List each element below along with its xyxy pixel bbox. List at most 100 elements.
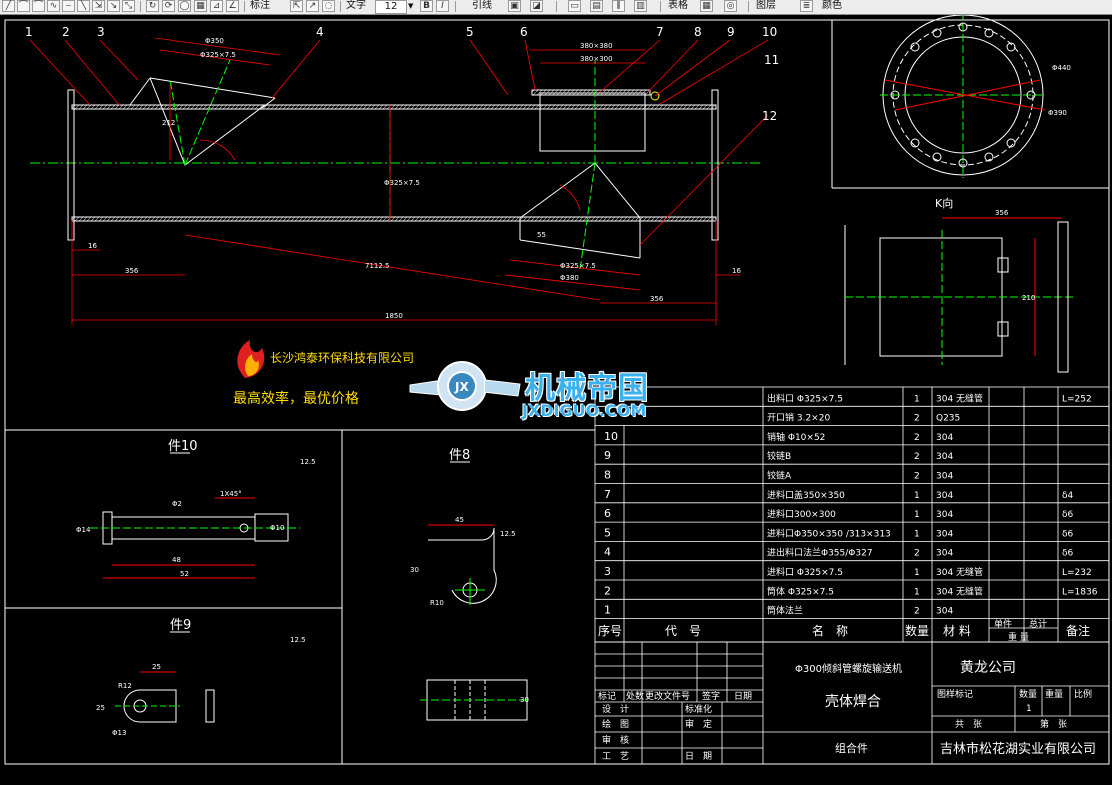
- bold-button[interactable]: B: [420, 0, 433, 12]
- dim-right-len: 356: [650, 295, 664, 303]
- leader-icon[interactable]: ▣: [508, 0, 521, 12]
- draw-curve-icon[interactable]: ⌣: [62, 0, 75, 12]
- angle-icon[interactable]: ∠: [226, 0, 239, 12]
- table-cell-no: 9: [604, 449, 611, 462]
- dim-right-stub: 16: [732, 267, 741, 275]
- table-cell-name: 进料口Φ350×350 /313×313: [767, 527, 891, 539]
- dim-part8-h: 30: [410, 566, 419, 574]
- table-cell-name: 出料口 Φ325×7.5: [767, 392, 843, 404]
- qty-label: 数量: [1019, 688, 1037, 700]
- table-cell-mat: 304: [936, 529, 953, 539]
- table-cell-qty: 2: [914, 433, 920, 443]
- table-cell-name: 销轴 Φ10×52: [767, 431, 825, 443]
- table-insert-icon[interactable]: ▦: [700, 0, 713, 12]
- hdr-no: 序号: [598, 623, 622, 638]
- cad-toolbar: ╱ ⌒ ⌒ ∿ ⌣ ╲ ⇲ ↘ ⤡ ↻ ⟳ ◯ ▦ ⊿ ∠ 标注 ⇱ ↗ ◌ 文…: [0, 0, 1112, 15]
- hdr-name: 名 称: [812, 623, 848, 638]
- balloon-6: 6: [520, 25, 528, 39]
- dim-part9-r: R12: [118, 682, 132, 690]
- measure-icon[interactable]: ⊿: [210, 0, 223, 12]
- table-icon[interactable]: ◪: [530, 0, 543, 12]
- table-cell-note: L=232: [1062, 568, 1092, 578]
- draw-bend-icon[interactable]: ╲: [77, 0, 90, 12]
- draw-line-icon[interactable]: ╱: [2, 0, 15, 12]
- balloon-11: 11: [764, 53, 779, 67]
- flange-view: [880, 15, 1046, 178]
- draw-arc-icon[interactable]: ⌒: [32, 0, 45, 12]
- part9-title: 件9: [170, 618, 191, 633]
- hatch-icon[interactable]: ▦: [194, 0, 207, 12]
- dim-part10-d: Φ14: [76, 526, 91, 534]
- hdr-note: 备注: [1066, 623, 1090, 638]
- table-cell-mat: 304: [936, 607, 953, 617]
- dim-part8-t: 30: [520, 696, 529, 704]
- dim-left-len: 356: [125, 267, 139, 275]
- svg-text:JX: JX: [454, 380, 469, 394]
- chevron-down-icon[interactable]: ▼: [408, 2, 414, 10]
- dim-flange-bolt: Φ390: [1048, 109, 1067, 117]
- rev-date: 日期: [734, 691, 752, 702]
- weight-label: 重量: [1045, 688, 1063, 700]
- draw-arrow-icon[interactable]: ↘: [107, 0, 120, 12]
- role-check: 审 核: [602, 734, 629, 746]
- table-cell-mat: 304: [936, 510, 953, 520]
- annotation-label: 标注: [250, 0, 270, 11]
- dim-bottom-pipe: Φ325×7.5: [560, 262, 596, 270]
- balloon-5: 5: [466, 25, 474, 39]
- cad-drawing-canvas[interactable]: 1 2 3 4 5 6 7 8 9 10 11 12 Φ350 Φ325×7.5…: [0, 15, 1112, 785]
- role-date: 日 期: [685, 751, 712, 762]
- role-approve: 审 定: [685, 718, 712, 730]
- part8-title: 件8: [449, 448, 470, 463]
- table-cell-note: δ6: [1062, 510, 1074, 520]
- table-cell-qty: 1: [914, 491, 920, 501]
- balloon-4: 4: [316, 25, 324, 39]
- dim-part9-h: 25: [96, 704, 105, 712]
- draw-spline-icon[interactable]: ∿: [47, 0, 60, 12]
- rotate-icon[interactable]: ↻: [146, 0, 159, 12]
- italic-button[interactable]: I: [436, 0, 449, 12]
- table-cell-name: 进料口 Φ325×7.5: [767, 566, 843, 578]
- table-edit-icon[interactable]: ◎: [724, 0, 737, 12]
- dim-part8-r: R10: [430, 599, 444, 607]
- rev-sign: 签字: [702, 690, 720, 702]
- hdr-mat: 材 料: [943, 624, 971, 638]
- dim-left-stub: 16: [88, 242, 97, 250]
- draw-polyline-icon[interactable]: ⌒: [17, 0, 30, 12]
- table-cell-qty: 1: [914, 529, 920, 539]
- table-cell-qty: 1: [914, 510, 920, 520]
- balloon-9: 9: [727, 25, 735, 39]
- draw-diagonal-icon[interactable]: ⤡: [122, 0, 135, 12]
- align-icon[interactable]: ⫼: [612, 0, 625, 12]
- roughness-part9: 12.5: [290, 636, 306, 644]
- block-icon[interactable]: ▥: [634, 0, 647, 12]
- part9-view: [115, 631, 215, 723]
- dim-part8-w: 45: [455, 516, 464, 524]
- table-cell-qty: 2: [914, 414, 920, 424]
- draw-dim-icon[interactable]: ⇲: [92, 0, 105, 12]
- font-size-select[interactable]: 12: [375, 0, 407, 14]
- roughness-part10: 12.5: [300, 458, 316, 466]
- layer-value[interactable]: 颜色: [822, 0, 842, 11]
- circle-icon[interactable]: ◯: [178, 0, 191, 12]
- dim-icon[interactable]: ↗: [306, 0, 319, 12]
- table-cell-no: 1: [604, 604, 611, 617]
- table-cell-qty: 1: [914, 394, 920, 404]
- text-label: 文字: [346, 0, 366, 11]
- table-cell-mat: 304: [936, 549, 953, 559]
- grid-icon[interactable]: ▤: [590, 0, 603, 12]
- table-cell-no: 3: [604, 565, 611, 578]
- dim-part9-w: 25: [152, 663, 161, 671]
- table-cell-no: 10: [604, 430, 618, 443]
- table-cell-no: 2: [604, 584, 611, 597]
- balloon-3: 3: [97, 25, 105, 39]
- role-process: 工 艺: [602, 751, 629, 762]
- dim-part9-d: Φ13: [112, 729, 126, 737]
- balloon-12: 12: [762, 109, 777, 123]
- flame-logo-icon: [237, 340, 265, 378]
- layer-icon[interactable]: ≣: [800, 0, 813, 12]
- tool-icon[interactable]: ◌: [322, 0, 335, 12]
- rect-icon[interactable]: ▭: [568, 0, 581, 12]
- annotate-icon[interactable]: ⇱: [290, 0, 303, 12]
- refresh-icon[interactable]: ⟳: [162, 0, 175, 12]
